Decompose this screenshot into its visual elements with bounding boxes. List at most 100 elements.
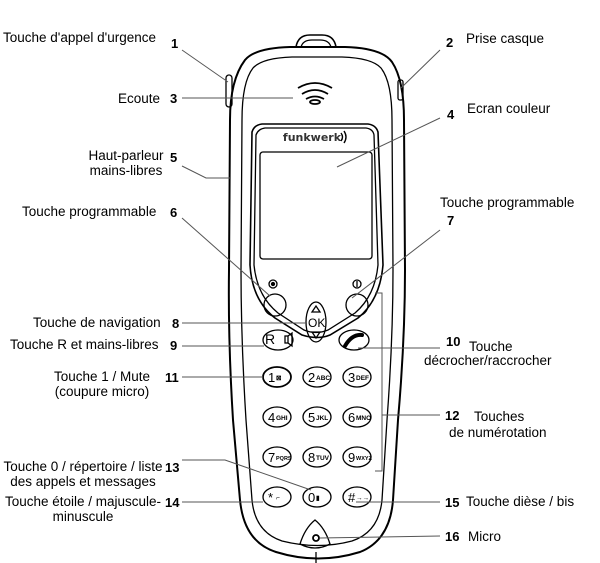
key-digit: 3 (348, 370, 355, 385)
key-outline (342, 446, 372, 468)
callout-number-10: 10 (446, 334, 461, 349)
key-digit: 2 (308, 370, 315, 385)
key-letters: ⊠ (276, 375, 282, 382)
key-letters: ABC (316, 375, 330, 382)
microphone-icon (312, 534, 320, 542)
callout-number-7: 7 (447, 213, 455, 228)
key-outline (262, 446, 292, 468)
headset-jack (397, 79, 404, 101)
softkey-right[interactable] (345, 293, 369, 317)
label-r-key: Touche R et mains-libres (10, 337, 159, 352)
key-1[interactable]: 1⊠ (262, 366, 292, 388)
brand-logo: funkwerk (283, 131, 342, 144)
label-line: Touche 0 / répertoire / liste (3, 459, 163, 474)
label-line: mains-libres (89, 163, 163, 178)
label-number-keys-line2: de numérotation (449, 425, 547, 440)
key-digit: 7 (268, 450, 275, 465)
key-outline (302, 446, 332, 468)
key-star[interactable]: *⌐ (262, 486, 292, 508)
leader-lines (181, 49, 441, 539)
callout-number-1: 1 (171, 36, 179, 51)
r-handsfree-key[interactable] (262, 329, 294, 351)
phone-body (227, 46, 407, 560)
label-line: Haut-parleur (88, 148, 164, 163)
key-0[interactable]: 0▮ (302, 486, 332, 508)
key-outline (342, 486, 372, 508)
key-digit: 9 (348, 450, 355, 465)
label-earpiece: Ecoute (118, 91, 161, 106)
label-navigation-key: Touche de navigation (33, 315, 161, 330)
key-digit: 8 (308, 450, 315, 465)
callout-number-12: 12 (445, 408, 460, 423)
label-line: (coupure micro) (54, 384, 150, 399)
key-digit: # (348, 490, 356, 505)
key-letters: ⌐ (276, 495, 280, 502)
callout-number-15: 15 (445, 495, 460, 510)
key-outline (342, 366, 372, 388)
key-letters: ▮ (316, 495, 320, 502)
speaker-icon (284, 335, 289, 344)
key-letters: GHI (276, 415, 288, 422)
callout-number-6: 6 (170, 205, 178, 220)
softkey-left[interactable] (263, 293, 287, 317)
key-letters: WXYZ (356, 456, 373, 462)
key-outline (302, 486, 332, 508)
key-digit: 6 (348, 410, 355, 425)
callout-number-3: 3 (170, 91, 178, 106)
callout-number-5: 5 (170, 150, 178, 165)
softkey-right-icon (352, 279, 362, 289)
key-outline (342, 406, 372, 428)
key-outline (262, 486, 292, 508)
callout-number-14: 14 (165, 495, 180, 510)
label-softkey-right: Touche programmable (440, 195, 575, 210)
key-digit: * (268, 490, 273, 505)
key-letters: →→ (356, 495, 369, 502)
label-star-key: Touche étoile / majuscule-minuscule (2, 494, 164, 524)
nav-ok-label: OK (308, 316, 326, 330)
label-emergency-key: Touche d'appel d'urgence (3, 30, 157, 45)
earpiece-icon (297, 82, 333, 105)
key-letters: DEF (356, 375, 369, 382)
label-mute-key: Touche 1 / Mute(coupure micro) (40, 369, 164, 399)
label-number-keys-line1: Touches (474, 409, 525, 424)
callout-number-9: 9 (170, 338, 178, 353)
belt-clip (295, 34, 337, 48)
key-digit: 4 (268, 410, 275, 425)
label-hook-key-line2: décrocher/raccrocher (424, 353, 552, 368)
key-digit: 5 (308, 410, 315, 425)
label-line: minuscule (52, 509, 114, 524)
color-screen (259, 151, 373, 260)
navigation-key[interactable] (305, 301, 327, 343)
label-line: des appels et messages (10, 474, 156, 489)
label-headset-jack: Prise casque (466, 31, 545, 46)
key-digit: 1 (268, 370, 275, 385)
label-microphone: Micro (468, 529, 501, 544)
key-letters: TUV (316, 455, 330, 462)
callout-number-2: 2 (446, 35, 454, 50)
label-color-screen: Ecran couleur (467, 101, 551, 116)
screen-bezel (249, 123, 384, 339)
key-outline (302, 366, 332, 388)
key-letters: MNO (356, 415, 371, 422)
key-outline (262, 406, 292, 428)
key-hash[interactable]: #→→ (342, 486, 372, 508)
key-letters: JKL (316, 415, 328, 422)
hook-key[interactable] (338, 329, 370, 351)
key-digit: 0 (308, 490, 315, 505)
softkey-left-icon (268, 279, 278, 289)
label-hash-key: Touche dièse / bis (466, 494, 575, 509)
label-line: Touche étoile / majuscule- (4, 494, 162, 509)
handset-icon (343, 332, 364, 348)
